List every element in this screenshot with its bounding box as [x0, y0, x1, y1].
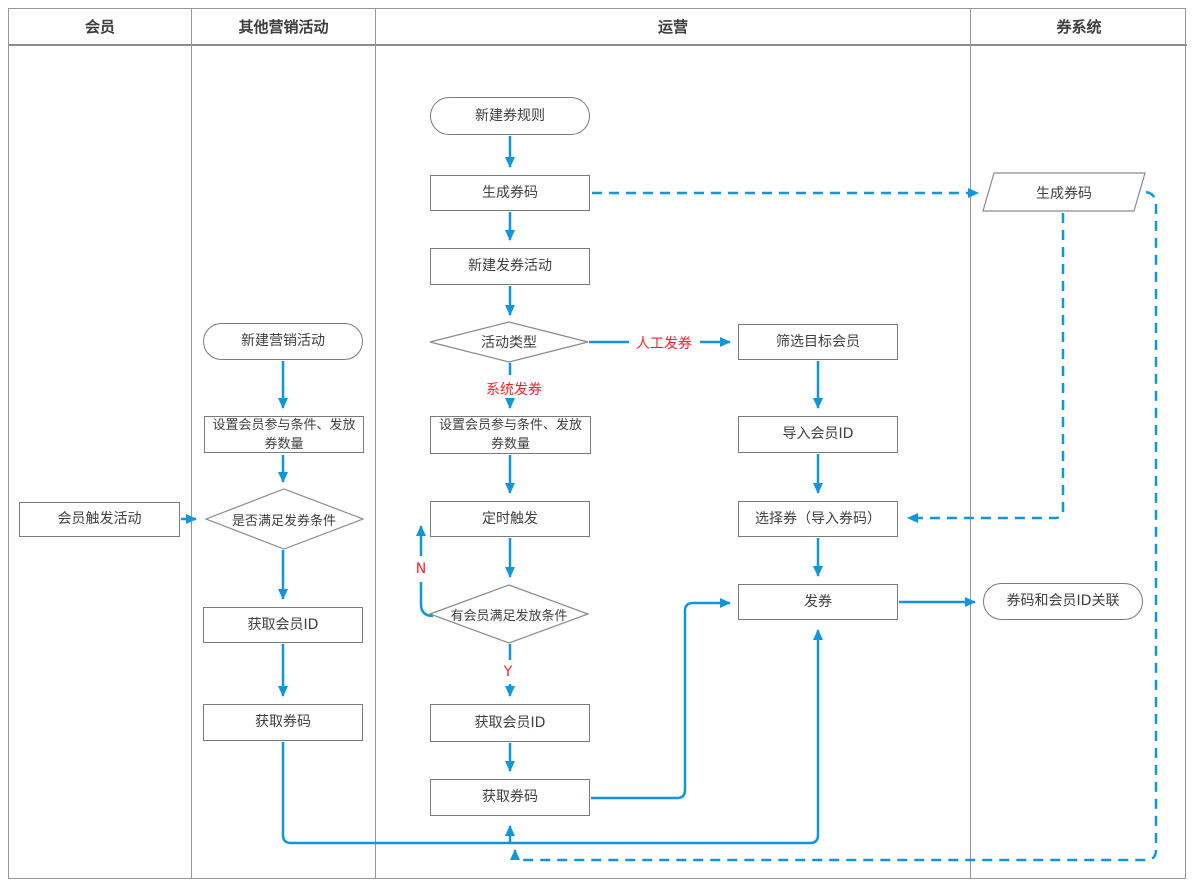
lane-divider-1	[191, 8, 192, 879]
lane-header-coupon-sys: 券系统	[1056, 18, 1102, 36]
edge-label-system-issue: 系统发券	[482, 380, 546, 398]
label-member-meets-condition: 有会员满足发放条件	[450, 608, 568, 624]
node-get-code-ops: 获取券码	[430, 779, 590, 816]
node-member-trigger: 会员触发活动	[19, 502, 180, 537]
lane-header-other: 其他营销活动	[238, 18, 329, 36]
diamond-activity-type	[429, 321, 589, 363]
node-get-code-other: 获取券码	[203, 704, 363, 741]
node-new-coupon-rule: 新建券规则	[430, 97, 590, 135]
edge-getcode2-to-issue	[281, 629, 823, 845]
node-set-conditions-ops: 设置会员参与条件、发放券数量	[430, 416, 591, 454]
node-set-conditions-other: 设置会员参与条件、发放券数量	[204, 416, 364, 453]
edge-getcode-to-issue	[591, 598, 731, 800]
node-new-marketing-activity: 新建营销活动	[203, 323, 363, 360]
lane-header-ops: 运营	[657, 18, 688, 36]
node-new-issue-activity: 新建发券活动	[430, 248, 590, 285]
node-timed-trigger: 定时触发	[430, 501, 590, 537]
lane-divider-3	[970, 8, 971, 879]
diagram-outer-border	[8, 8, 1186, 879]
dashed-system-to-select	[907, 213, 1065, 523]
parallelogram-generate-code	[982, 172, 1146, 212]
edge-label-yes: Y	[498, 664, 518, 680]
edge-label-manual-issue: 人工发券	[632, 334, 696, 352]
label-activity-type: 活动类型	[481, 335, 537, 351]
node-generate-code: 生成券码	[430, 175, 590, 211]
edge-label-no: N	[411, 561, 431, 577]
diamond-member-meets-condition	[428, 584, 590, 644]
node-get-member-id-ops: 获取会员ID	[430, 704, 590, 742]
node-issue-coupon: 发券	[738, 584, 898, 620]
lane-header-separator	[8, 44, 1187, 46]
dashed-system-to-getcode	[510, 190, 1158, 862]
label-meets-issue-condition: 是否满足发券条件	[231, 513, 336, 529]
edge-check-no-bottom	[419, 582, 434, 618]
node-link-code-member: 券码和会员ID关联	[983, 583, 1143, 620]
node-filter-members: 筛选目标会员	[738, 324, 898, 360]
diamond-meets-issue-condition	[204, 488, 365, 550]
lane-header-member: 会员	[84, 18, 115, 36]
node-select-coupon: 选择券（导入券码）	[738, 501, 898, 537]
node-get-member-id-other: 获取会员ID	[203, 607, 363, 643]
node-import-member-id: 导入会员ID	[738, 416, 898, 453]
lane-divider-2	[375, 8, 376, 879]
label-generate-code-system: 生成券码	[1036, 186, 1092, 202]
